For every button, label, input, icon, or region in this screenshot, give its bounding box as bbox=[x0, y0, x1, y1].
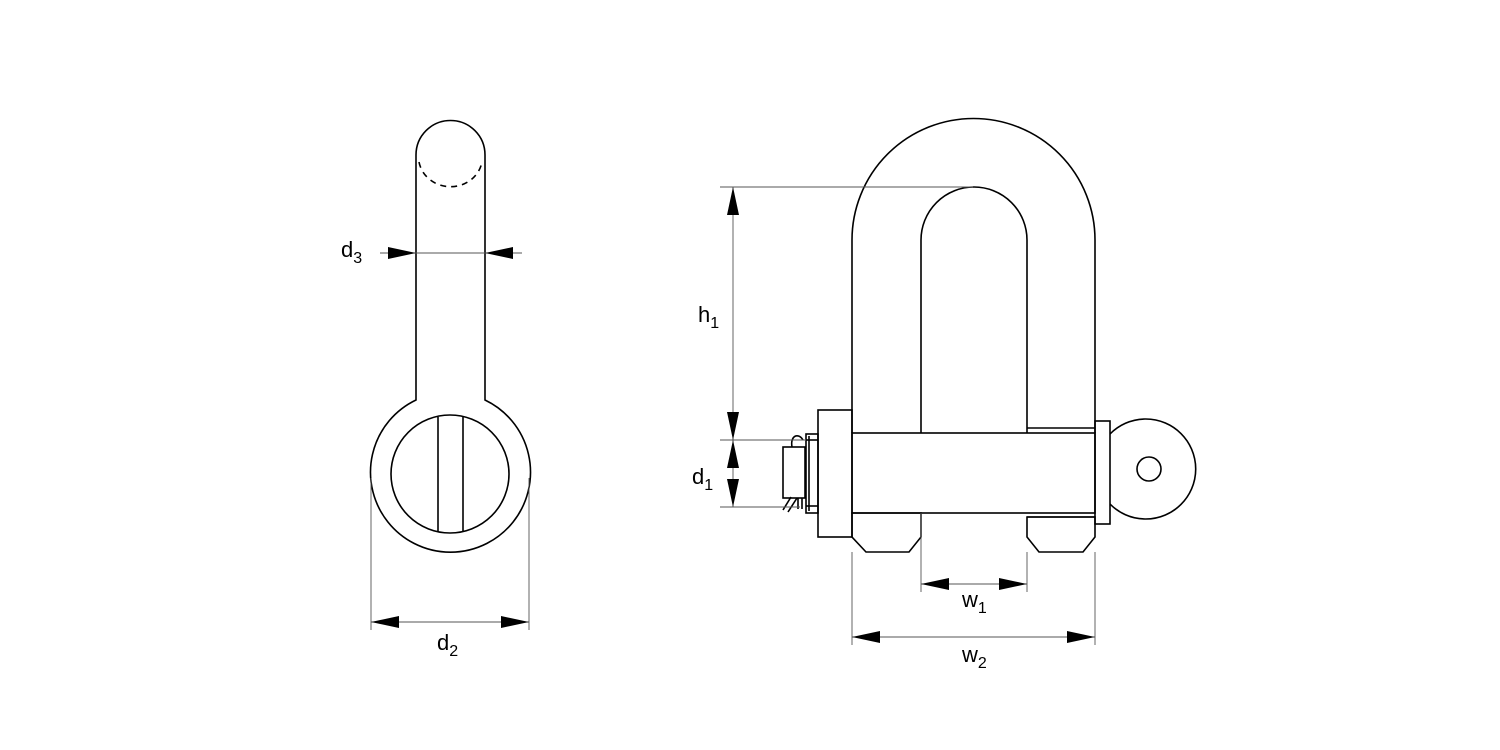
cotter-pin-legs bbox=[782, 496, 803, 513]
dimension-w2: w2 bbox=[851, 552, 1096, 672]
hidden-edge bbox=[418, 161, 483, 188]
lug-right bbox=[1026, 516, 1096, 553]
side-view: d3 d2 bbox=[341, 119, 532, 660]
label-w1: w1 bbox=[961, 587, 987, 617]
cotter-pin bbox=[782, 446, 806, 499]
pin bbox=[851, 432, 1096, 514]
nut bbox=[817, 409, 853, 538]
bow-inner bbox=[920, 186, 1028, 433]
pin-eye bbox=[1109, 418, 1197, 520]
pin-eye-hole bbox=[1136, 456, 1162, 482]
lug-left bbox=[851, 512, 922, 553]
side-view-outline bbox=[369, 119, 532, 553]
washer bbox=[805, 433, 819, 514]
dimension-h1: h1 bbox=[698, 186, 973, 441]
bow-outer bbox=[851, 117, 1096, 433]
front-view: h1 d1 w1 w2 bbox=[692, 117, 1197, 672]
dimension-d2: d2 bbox=[370, 478, 530, 660]
dimension-d1: d1 bbox=[692, 440, 800, 508]
label-d1: d1 bbox=[692, 464, 713, 494]
label-d2: d2 bbox=[437, 630, 458, 660]
dimension-d3: d3 bbox=[341, 237, 522, 267]
cotter-pin-loop bbox=[790, 435, 804, 448]
label-d3: d3 bbox=[341, 237, 362, 267]
label-w2: w2 bbox=[961, 642, 987, 672]
pin-head bbox=[1094, 420, 1111, 525]
label-h1: h1 bbox=[698, 302, 719, 332]
pin-section bbox=[390, 414, 510, 534]
dimension-w1: w1 bbox=[920, 513, 1028, 617]
